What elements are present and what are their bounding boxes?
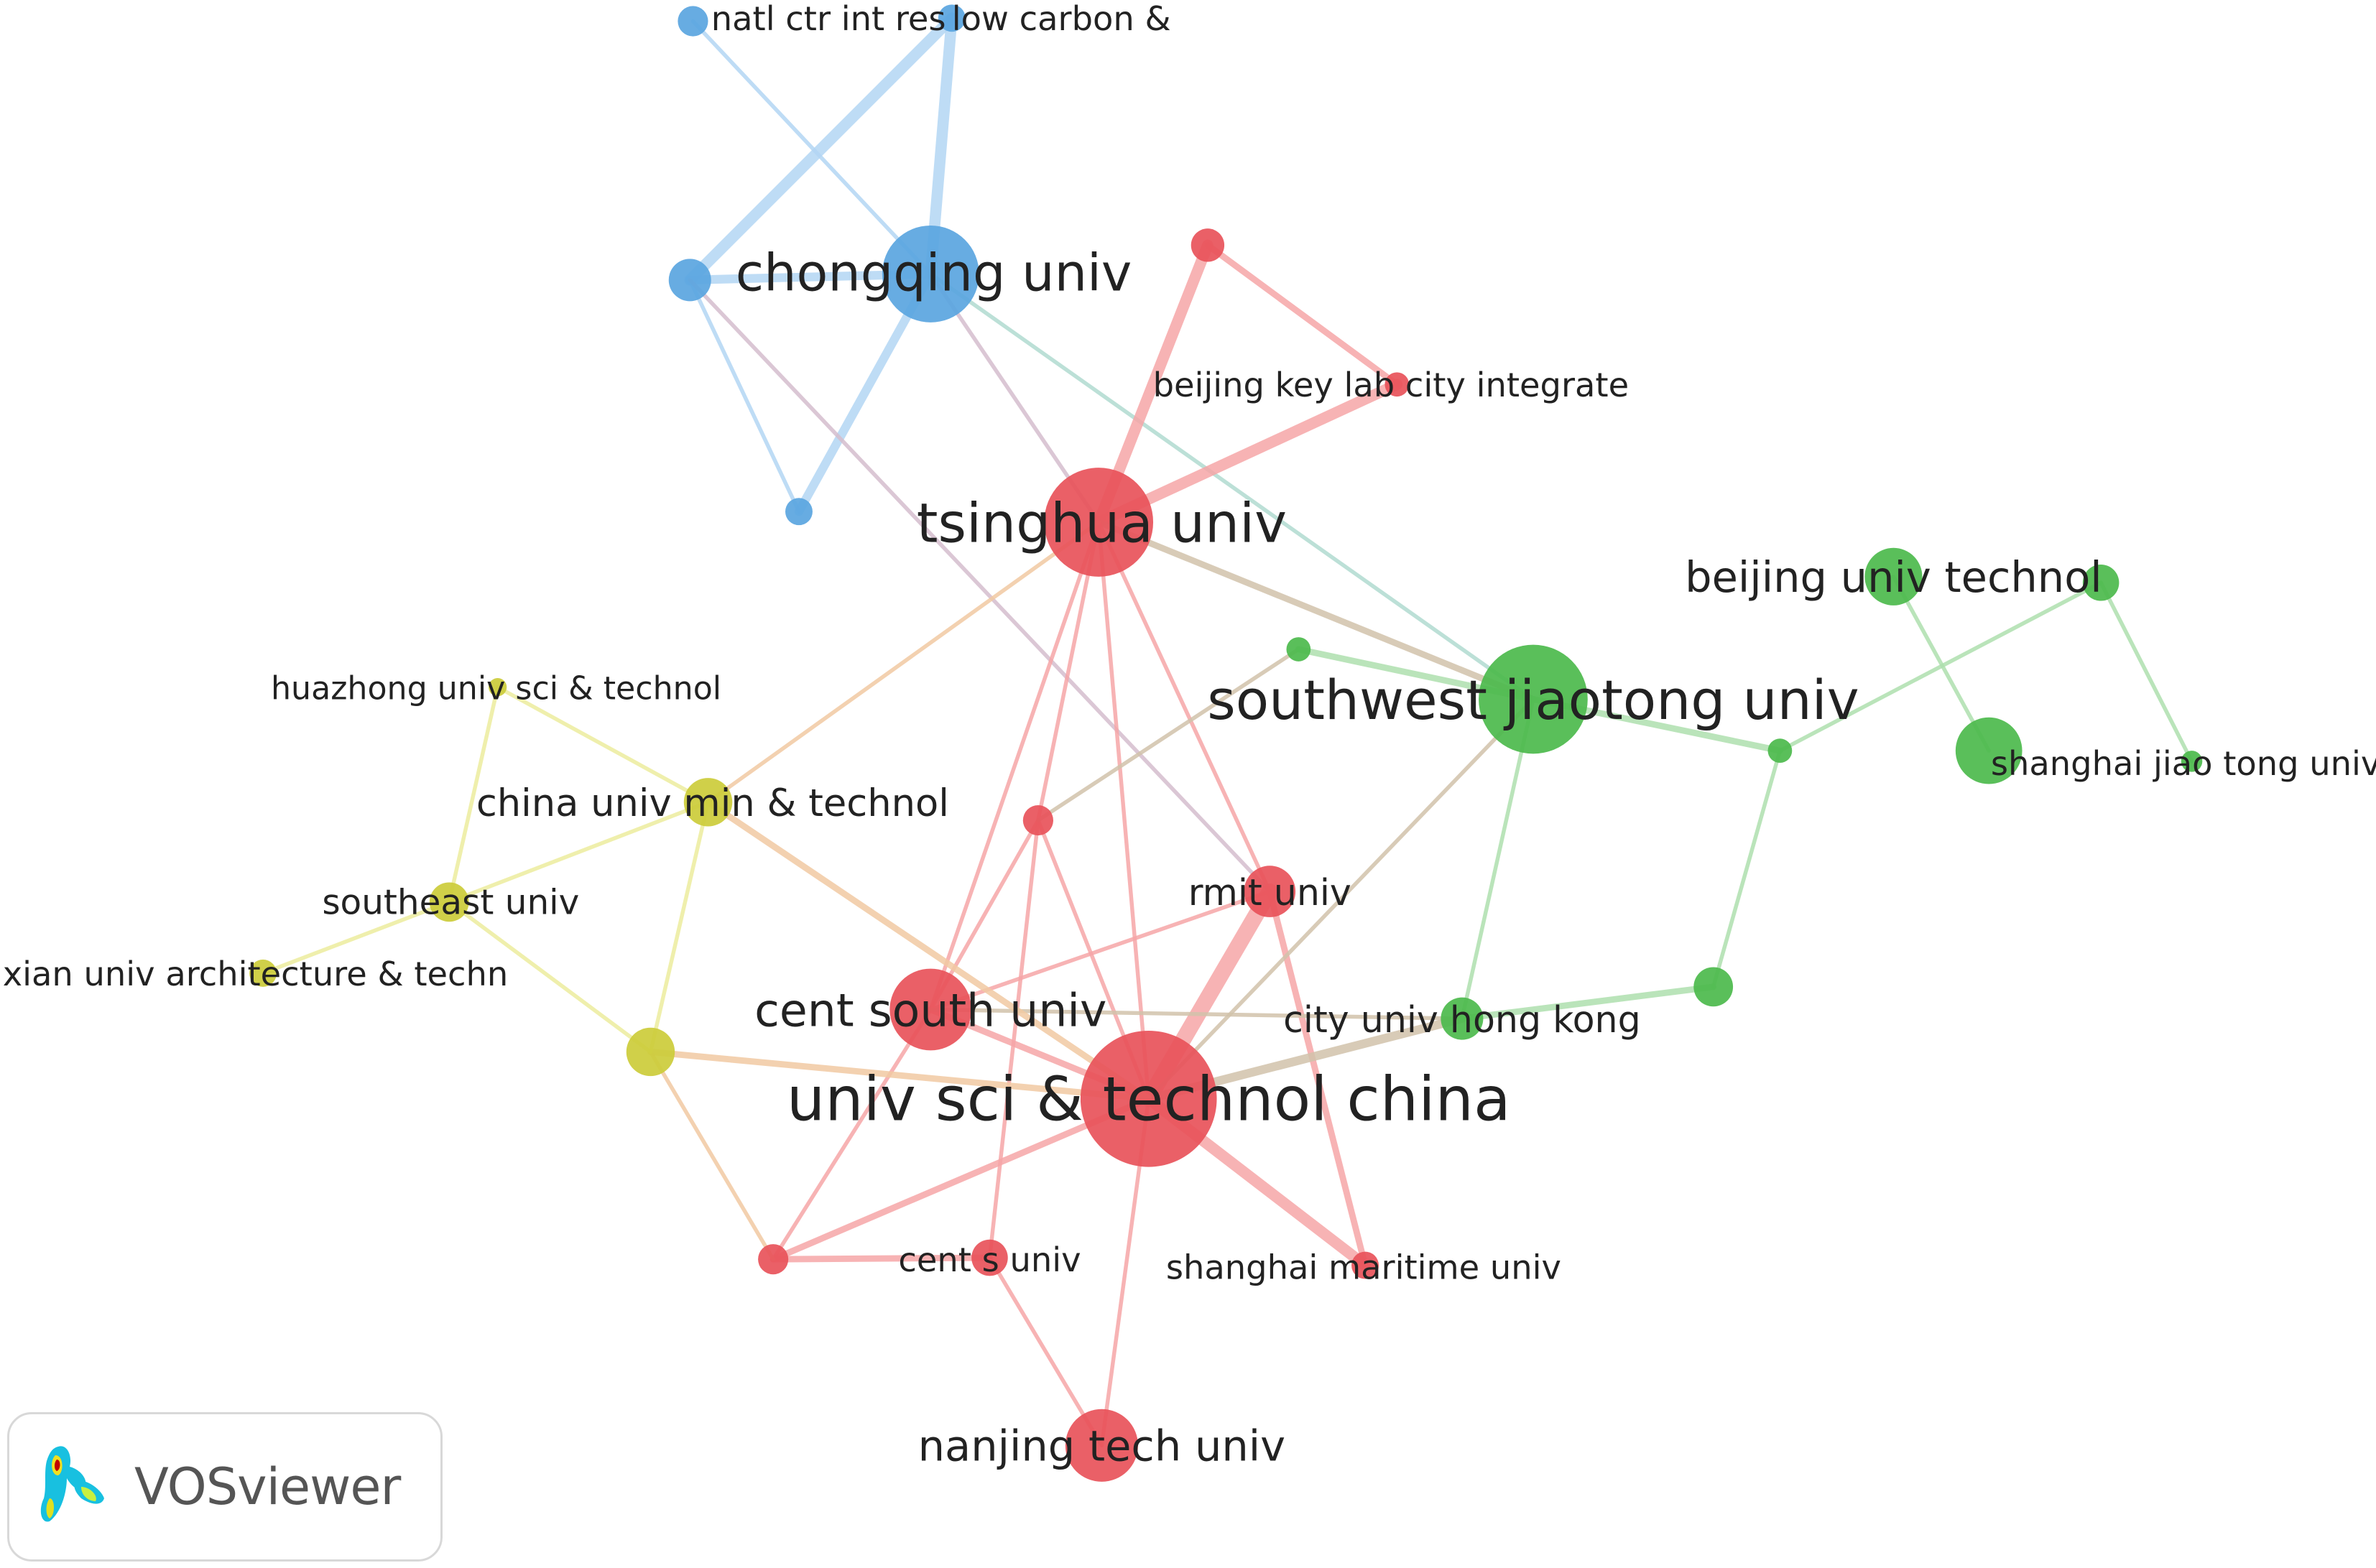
node-label[interactable]: beijing key lab city integrate xyxy=(1153,366,1630,404)
node-label[interactable]: shanghai maritime univ xyxy=(1166,1248,1561,1287)
edge-y5-r7 xyxy=(647,1049,1152,1103)
node-g8[interactable] xyxy=(1441,997,1484,1040)
node-b5[interactable] xyxy=(785,498,813,526)
node-b2[interactable] xyxy=(938,4,966,32)
edge-y3-y4 xyxy=(261,900,451,975)
node-r8[interactable] xyxy=(758,1244,789,1275)
node-r2[interactable] xyxy=(1385,372,1410,397)
node-layer xyxy=(249,4,2203,1482)
vosviewer-logo: VOSviewer xyxy=(7,1412,443,1562)
edge-r9-r11 xyxy=(987,1256,1104,1448)
node-r11[interactable] xyxy=(1065,1409,1138,1482)
edge-g5-g9 xyxy=(1711,748,1783,989)
edge-y1-y3 xyxy=(447,685,500,904)
node-label[interactable]: natl ctr int res xyxy=(711,0,946,38)
edge-r7-g2 xyxy=(1146,697,1535,1101)
edge-r3-y2 xyxy=(706,520,1101,804)
node-g2[interactable] xyxy=(1479,644,1588,754)
edge-g2-g8 xyxy=(1460,697,1535,1021)
node-label[interactable]: cent s univ xyxy=(898,1240,1081,1279)
node-r5[interactable] xyxy=(1244,866,1296,917)
node-g7[interactable] xyxy=(2181,751,2203,772)
node-y4[interactable] xyxy=(249,959,277,987)
edge-r4-g1 xyxy=(1036,647,1301,822)
edge-b3-r5 xyxy=(688,278,1272,894)
edge-r3-r5 xyxy=(1096,520,1272,894)
edge-b4-g2 xyxy=(928,272,1535,702)
node-y2[interactable] xyxy=(683,778,733,827)
node-g1[interactable] xyxy=(1286,637,1311,662)
node-g5[interactable] xyxy=(1767,738,1793,763)
node-b1[interactable] xyxy=(678,6,708,37)
node-r7[interactable] xyxy=(1080,1030,1217,1167)
edge-r8-y5 xyxy=(648,1049,775,1261)
edge-y3-y5 xyxy=(447,900,653,1054)
node-label[interactable]: southwest jiaotong univ xyxy=(1207,669,1859,732)
edge-y1-y2 xyxy=(495,685,711,804)
node-label[interactable]: xian univ architecture & techn xyxy=(3,955,509,993)
edge-r3-g2 xyxy=(1095,519,1537,702)
node-r9[interactable] xyxy=(971,1239,1008,1276)
edge-r4-r9 xyxy=(987,818,1040,1260)
node-label[interactable]: huazhong univ sci & technol xyxy=(271,671,721,708)
node-label[interactable]: cent south univ xyxy=(754,984,1106,1037)
node-g3[interactable] xyxy=(1864,547,1923,606)
edge-r3-r6 xyxy=(928,520,1101,1012)
edge-y2-r7 xyxy=(705,799,1152,1103)
edge-r3-r2 xyxy=(1093,379,1403,528)
edge-g4-g7 xyxy=(2099,580,2194,764)
node-label[interactable]: shanghai jiao tong univ xyxy=(1991,744,2376,783)
edge-r6-r8 xyxy=(771,1007,933,1261)
vosviewer-logo-text: VOSviewer xyxy=(134,1457,401,1516)
node-g9[interactable] xyxy=(1693,967,1734,1007)
node-y5[interactable] xyxy=(626,1027,675,1077)
node-r1[interactable] xyxy=(1191,228,1225,262)
node-b4[interactable] xyxy=(882,225,979,323)
edge-b1-b4 xyxy=(690,19,933,277)
node-label[interactable]: chongqing univ xyxy=(736,243,1132,303)
vosviewer-heatmap-icon xyxy=(40,1446,104,1522)
edge-r8-r9 xyxy=(769,1254,993,1263)
node-label[interactable]: univ sci & technol china xyxy=(787,1064,1511,1134)
node-label[interactable]: southeast univ xyxy=(322,883,579,923)
edge-g8-g9 xyxy=(1459,983,1717,1022)
node-label[interactable]: tsinghua univ xyxy=(917,491,1287,555)
edge-r1-r2 xyxy=(1204,241,1400,388)
edge-r3-r7 xyxy=(1096,520,1151,1101)
edge-b2-b3 xyxy=(684,12,958,286)
node-r3[interactable] xyxy=(1044,468,1154,577)
edge-b3-b5 xyxy=(688,278,801,514)
node-y3[interactable] xyxy=(429,882,469,922)
node-label[interactable]: nanjing tech univ xyxy=(918,1421,1285,1470)
node-b3[interactable] xyxy=(668,259,711,302)
edge-g5-g4 xyxy=(1778,580,2103,753)
edge-y2-y5 xyxy=(648,800,711,1054)
node-r6[interactable] xyxy=(889,968,972,1051)
node-label[interactable]: low carbon & xyxy=(952,0,1171,38)
edge-y2-y3 xyxy=(447,800,711,904)
node-g6[interactable] xyxy=(1955,717,2023,784)
node-r4[interactable] xyxy=(1022,805,1053,836)
node-label[interactable]: beijing univ technol xyxy=(1685,552,2102,602)
node-y1[interactable] xyxy=(489,678,507,697)
node-label[interactable]: china univ min & technol xyxy=(476,781,949,825)
node-r10[interactable] xyxy=(1351,1251,1379,1279)
node-g4[interactable] xyxy=(2082,564,2120,601)
node-label[interactable]: rmit univ xyxy=(1188,871,1351,914)
node-label[interactable]: city univ hong kong xyxy=(1283,998,1641,1041)
